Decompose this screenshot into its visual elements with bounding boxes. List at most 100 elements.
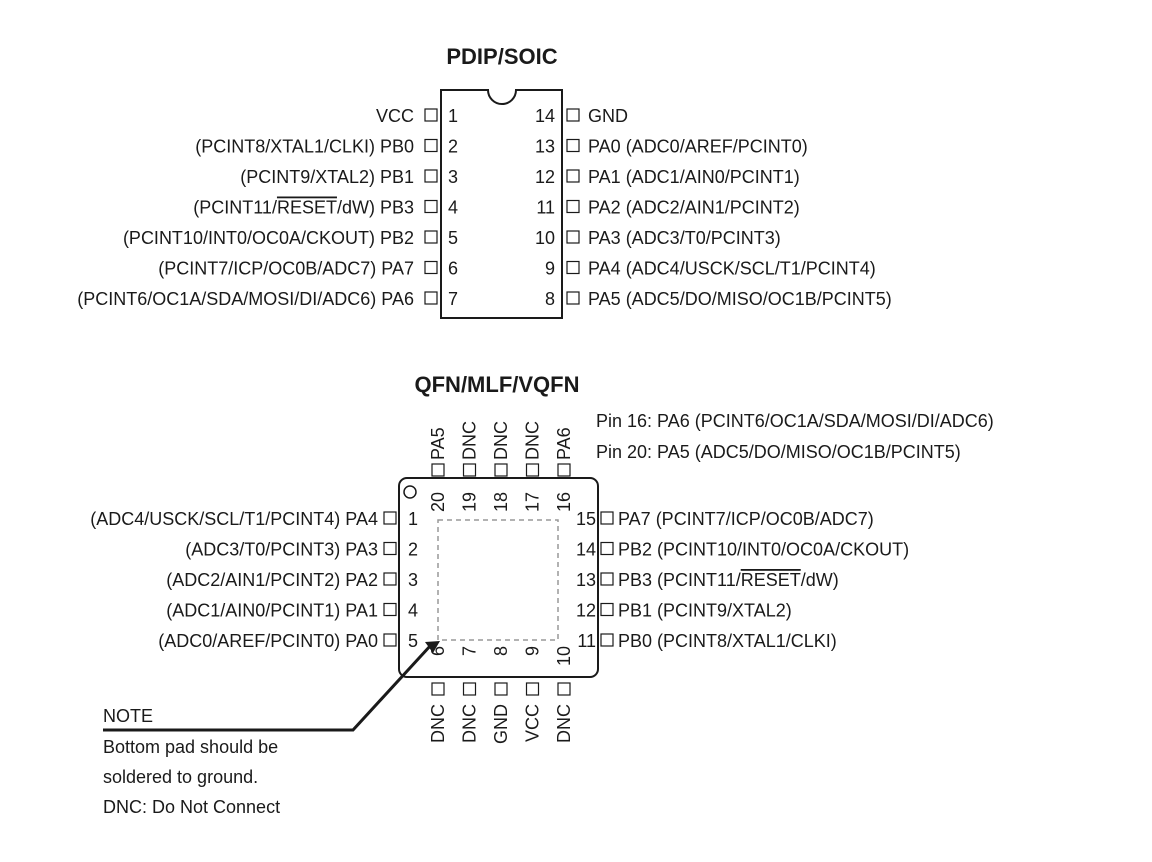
pdip-pin-number: 3 xyxy=(448,167,458,187)
qfn-pin-number: 13 xyxy=(576,570,596,590)
pdip-pin-number: 8 xyxy=(545,289,555,309)
pdip-pin-pad xyxy=(424,291,438,305)
qfn-exposed-pad-outline xyxy=(437,519,559,641)
qfn-pin-pad xyxy=(600,511,614,525)
qfn-body xyxy=(398,477,599,678)
qfn-pin-pad xyxy=(462,463,477,477)
pdip-pin-label: GND xyxy=(588,106,628,126)
qfn-pin-label: (ADC0/AREF/PCINT0) PA0 xyxy=(158,631,378,651)
qfn-pin-label: PB1 (PCINT9/XTAL2) xyxy=(618,601,792,621)
qfn-pin-number: 5 xyxy=(408,631,418,651)
qfn-pin-number: 8 xyxy=(491,646,511,656)
qfn-pin-label: DNC xyxy=(523,421,543,460)
qfn-pin-label: VCC xyxy=(523,704,543,742)
pdip-pin-pad xyxy=(566,108,580,122)
pdip-pin-pad xyxy=(566,230,580,244)
pdip-pin-label: PA4 (ADC4/USCK/SCL/T1/PCINT4) xyxy=(588,259,876,279)
pin1-indicator-icon xyxy=(403,485,417,499)
qfn-pin20-note: Pin 20: PA5 (ADC5/DO/MISO/OC1B/PCINT5) xyxy=(596,442,961,462)
pdip-pin-pad xyxy=(424,138,438,153)
qfn-pin-label: (ADC2/AIN1/PCINT2) PA2 xyxy=(166,570,378,590)
pdip-pin-pad xyxy=(424,108,438,122)
pdip-pin-label: PA0 (ADC0/AREF/PCINT0) xyxy=(588,137,808,157)
pdip-pin-number: 4 xyxy=(448,198,458,218)
qfn-pin-label: PA7 (PCINT7/ICP/OC0B/ADC7) xyxy=(618,509,874,529)
qfn-pin-label: PA5 xyxy=(428,427,448,460)
qfn-pin16-note: Pin 16: PA6 (PCINT6/OC1A/SDA/MOSI/DI/ADC… xyxy=(596,411,994,431)
note-line-2: soldered to ground. xyxy=(103,767,258,787)
overline-signal: RESET xyxy=(277,198,337,218)
qfn-pin-pad xyxy=(557,463,571,477)
pdip-pin-pad xyxy=(424,169,438,183)
pdip-pin-number: 7 xyxy=(448,289,458,309)
qfn-pin-label: PB0 (PCINT8/XTAL1/CLKI) xyxy=(618,631,837,651)
qfn-pin-pad xyxy=(462,682,477,696)
qfn-pin-pad xyxy=(383,633,397,647)
note-line-3: DNC: Do Not Connect xyxy=(103,797,280,817)
qfn-pin-label: GND xyxy=(491,704,511,744)
qfn-pin-pad xyxy=(600,633,614,647)
pdip-pin-label: (PCINT6/OC1A/SDA/MOSI/DI/ADC6) PA6 xyxy=(77,289,414,309)
qfn-pin-pad xyxy=(600,572,614,586)
qfn-pin-number: 20 xyxy=(428,492,448,512)
qfn-pin-label: (ADC1/AIN0/PCINT1) PA1 xyxy=(166,601,378,621)
pdip-pin-number: 1 xyxy=(448,106,458,126)
qfn-pin-number: 10 xyxy=(554,646,574,666)
qfn-pin-label: DNC xyxy=(460,421,480,460)
qfn-pin-label: PB2 (PCINT10/INT0/OC0A/CKOUT) xyxy=(618,540,909,560)
qfn-pin-pad xyxy=(600,602,614,617)
pdip-pin-number: 2 xyxy=(448,137,458,157)
pdip-pin-number: 13 xyxy=(535,137,555,157)
note-heading: NOTE xyxy=(103,706,153,726)
qfn-pin-number: 18 xyxy=(491,492,511,512)
qfn-pin-label: PA6 xyxy=(554,427,574,460)
qfn-pin-number: 15 xyxy=(576,509,596,529)
qfn-pin-pad xyxy=(494,682,508,696)
pdip-pin-label: (PCINT7/ICP/OC0B/ADC7) PA7 xyxy=(158,259,414,279)
pdip-pin-number: 6 xyxy=(448,259,458,279)
note-arrow-icon xyxy=(425,641,440,653)
pdip-pin-number: 9 xyxy=(545,259,555,279)
qfn-pin-pad xyxy=(525,463,540,477)
pdip-pin-label: PA3 (ADC3/T0/PCINT3) xyxy=(588,228,781,248)
pdip-pin-label: PA1 (ADC1/AIN0/PCINT1) xyxy=(588,167,800,187)
pdip-pin-pad xyxy=(424,260,438,275)
qfn-pin-label: DNC xyxy=(491,421,511,460)
pdip-pin-number: 11 xyxy=(536,198,555,218)
pdip-pin-pad xyxy=(566,260,580,275)
qfn-pin-number: 4 xyxy=(408,601,418,621)
qfn-pin-pad xyxy=(431,682,445,696)
pdip-pin-label: (PCINT9/XTAL2) PB1 xyxy=(240,167,414,187)
pdip-right-pins: 14 GND 13 PA0 (ADC0/AREF/PCINT0) 12 PA1 (ADC1… xyxy=(535,106,892,309)
qfn-pin-number: 12 xyxy=(576,601,596,621)
qfn-pin-pad xyxy=(431,463,445,477)
pdip-pin-number: 12 xyxy=(535,167,555,187)
pdip-pin-pad xyxy=(566,138,580,153)
qfn-pin-number: 14 xyxy=(576,540,596,560)
qfn-pin-number: 17 xyxy=(523,492,543,512)
qfn-pin-pad xyxy=(383,511,397,525)
pdip-pin-number: 14 xyxy=(535,106,555,126)
pdip-pin-label: PA5 (ADC5/DO/MISO/OC1B/PCINT5) xyxy=(588,289,892,309)
qfn-pin-label: PB3 (PCINT11/RESET/dW) xyxy=(618,570,839,590)
note-line-1: Bottom pad should be xyxy=(103,737,278,757)
qfn-pin-number: 16 xyxy=(554,492,574,512)
qfn-pin-number: 6 xyxy=(428,646,448,656)
qfn-pin-pad xyxy=(383,602,397,617)
pdip-pin-label: (PCINT11/RESET/dW) PB3 xyxy=(193,198,414,218)
qfn-title: QFN/MLF/VQFN xyxy=(415,372,580,397)
qfn-pin-number: 3 xyxy=(408,570,418,590)
qfn-pin-label: DNC xyxy=(428,704,448,743)
pdip-pin-pad xyxy=(424,199,438,214)
pdip-pin-label: VCC xyxy=(376,106,414,126)
qfn-pin-label: DNC xyxy=(554,704,574,743)
qfn-pin-label: (ADC3/T0/PCINT3) PA3 xyxy=(185,540,378,560)
qfn-pin-number: 11 xyxy=(577,631,596,651)
pdip-title: PDIP/SOIC xyxy=(446,44,557,69)
qfn-pin-pad xyxy=(525,682,540,696)
